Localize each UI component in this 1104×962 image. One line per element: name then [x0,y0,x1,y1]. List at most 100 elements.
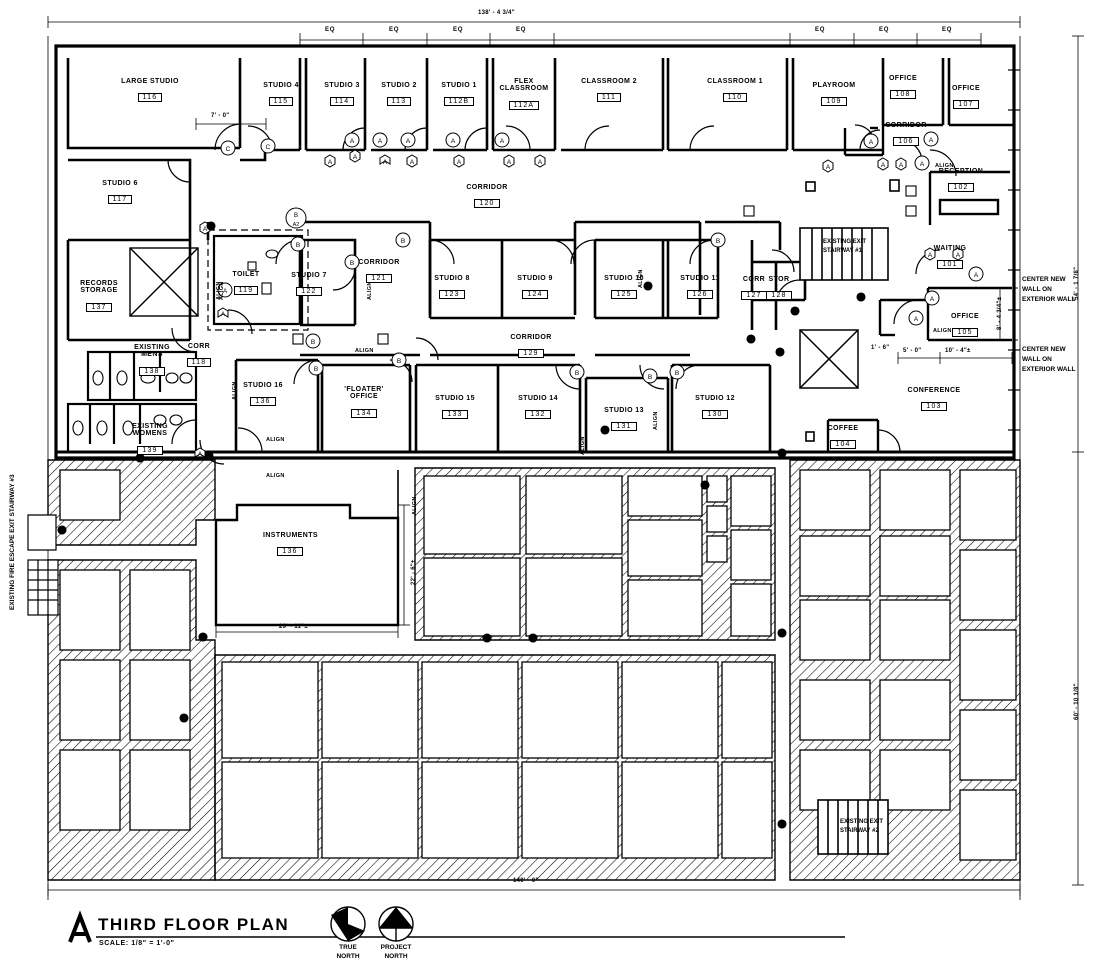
office-depth-dimension: 8' - 4 3/4"± [997,296,1003,330]
true-north-line1: TRUE [339,944,357,951]
misc-symbols [57,185,917,829]
svg-text:A: A [353,154,358,161]
eq-dim-3: EQ [453,27,464,33]
eq-dim-6: EQ [879,27,890,33]
align-note-10: ALIGN [412,496,418,515]
svg-text:B: B [648,374,652,381]
room-name: STUDIO 3 [324,82,360,89]
room-tag: STUDIO 12 130 [692,395,738,421]
room-number: 111 [596,93,622,103]
exit-stairway-2-note: EXISTING EXIT STAIRWAY #2 [840,819,884,834]
lower-plan-rooms [59,469,1017,861]
svg-text:A: A [920,161,925,168]
eq-dim-7: EQ [942,27,953,33]
align-note-6: ALIGN [580,436,586,455]
svg-text:A: A [350,138,355,145]
svg-text:B: B [294,213,298,219]
room-name: 'FLOATER' OFFICE [344,386,384,401]
room-name: PLAYROOM [812,82,856,89]
project-north-symbol [378,906,414,942]
svg-text:A: A [500,138,505,145]
room-name: CORR [742,276,766,283]
room-name: STUDIO 12 [695,395,735,402]
room-number: 126 [687,290,713,300]
instruments-depth-dimension: 22' - 6"± [411,559,417,585]
align-note-4: ALIGN [355,348,374,354]
room-number: 117 [107,195,133,205]
room-name: STUDIO 7 [291,272,327,279]
align-note-5: ALIGN [232,381,238,400]
svg-text:B: B [311,339,315,346]
svg-text:A: A [378,138,383,145]
bottom-dimension-string [47,884,1021,896]
right-lower-dimension: 60' - 10 1/8" [1074,683,1080,720]
svg-text:B: B [350,260,354,267]
room-number: 129 [518,349,544,359]
svg-text:A: A [538,159,543,166]
room-number: 136 [250,397,276,407]
room-number: 103 [921,402,947,412]
room-number: 109 [821,97,847,107]
svg-text:A: A [930,296,935,303]
room-name: CORRIDOR [510,334,552,341]
drawing-scale: SCALE: 1/8" = 1'-0" [99,940,175,947]
align-note-7: ALIGN [653,411,659,430]
svg-text:C: C [266,144,271,151]
existing-fire-escape [27,514,59,616]
room-tag: CORRIDOR 129 [508,334,554,360]
svg-text:A: A [223,288,228,295]
align-note-8: ALIGN [266,437,285,443]
room-number: 115 [268,97,294,107]
room-number: 123 [439,290,465,300]
room-number: 128 [766,291,792,301]
svg-text:A: A [451,138,456,145]
room-number: 130 [702,410,728,420]
svg-text:B: B [397,358,401,365]
svg-text:A: A [928,252,933,259]
align-note-12: ALIGN [933,328,952,334]
room-number: 112B [443,97,475,107]
svg-text:A: A [974,272,979,279]
room-number: 122 [296,287,322,297]
room-name: STUDIO 14 [518,395,558,402]
room-number: 104 [830,440,856,450]
room-number: 105 [952,328,978,338]
svg-text:B: B [575,370,579,377]
center-wall-note-2: CENTER NEW WALL ON EXTERIOR WALL [1022,346,1076,373]
room-number: 107 [953,100,979,110]
room-number: 131 [611,422,637,432]
room-number: 124 [522,290,548,300]
project-north-line2: NORTH [384,952,408,960]
svg-text:A: A [457,159,462,166]
room-name: CORRIDOR [466,184,508,191]
room-name: CONFERENCE [907,387,961,394]
note-leaders [1014,287,1018,341]
room-name: STUDIO 8 [434,275,470,282]
svg-text:C: C [226,146,231,153]
svg-text:A: A [328,159,333,166]
instruments-width-dimension: 29' - 11"± [279,624,308,630]
room-name: FLEX CLASSROOM [499,78,549,93]
room-name: WAITING [933,245,967,252]
true-north-line2: NORTH [336,952,360,960]
align-note-9: ALIGN [266,473,285,479]
svg-text:A: A [198,451,203,458]
room-name: COFFEE [827,425,859,432]
room-name: OFFICE [888,75,918,82]
exit-stairway-2 [817,799,889,855]
interior-dimensions [195,118,1013,638]
office-side-dimension: 5' - 0" [903,348,922,354]
svg-text:B: B [314,366,318,373]
room-name: STUDIO 4 [263,82,299,89]
svg-text:B: B [716,238,720,245]
